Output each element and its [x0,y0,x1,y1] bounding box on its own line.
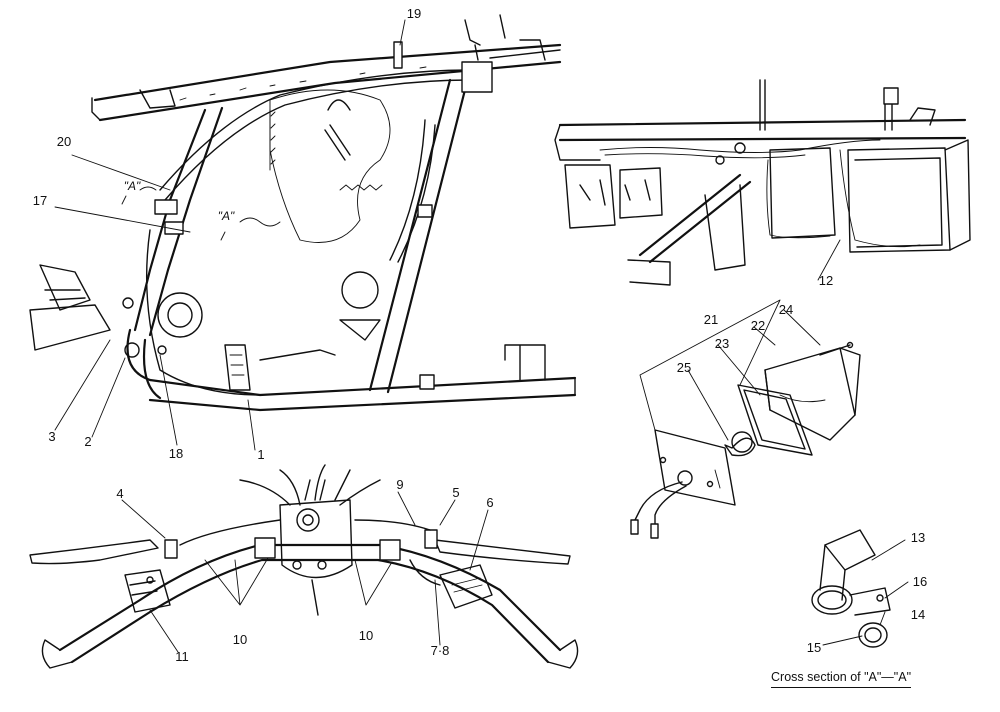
callout-10-left: 10 [232,632,248,647]
callout-25: 25 [676,360,692,375]
section-ref-a-lower: "A" [217,209,235,223]
callout-13: 13 [910,530,926,545]
electrical-box-assembly [554,79,971,286]
section-ref-a-upper: "A" [123,179,141,193]
tail-light-exploded [630,299,861,539]
callout-22: 22 [750,318,766,333]
callout-10-right: 10 [358,628,374,643]
section-caption: Cross section of "A"—"A" [771,670,912,688]
callout-5: 5 [452,485,460,500]
cross-section-detail [811,529,891,648]
callout-4: 4 [116,486,124,501]
leader-lines [54,19,909,653]
callout-2: 2 [84,434,92,449]
callout-16: 16 [912,574,928,589]
callout-23: 23 [714,336,730,351]
frame-assembly [29,14,577,412]
callout-21: 21 [703,312,719,327]
callout-19: 19 [406,6,422,21]
handlebar-assembly [29,464,579,669]
callout-18: 18 [168,446,184,461]
callout-1: 1 [257,447,265,462]
callout-6: 6 [486,495,494,510]
callout-11: 11 [175,649,189,664]
callout-9: 9 [396,477,404,492]
callout-12: 12 [818,273,834,288]
callout-3: 3 [48,429,56,444]
callout-17: 17 [32,193,48,208]
callout-7-8: 7·8 [430,643,450,658]
callout-14: 14 [910,607,926,622]
callout-20: 20 [56,134,72,149]
callout-24: 24 [778,302,794,317]
callout-15: 15 [806,640,822,655]
